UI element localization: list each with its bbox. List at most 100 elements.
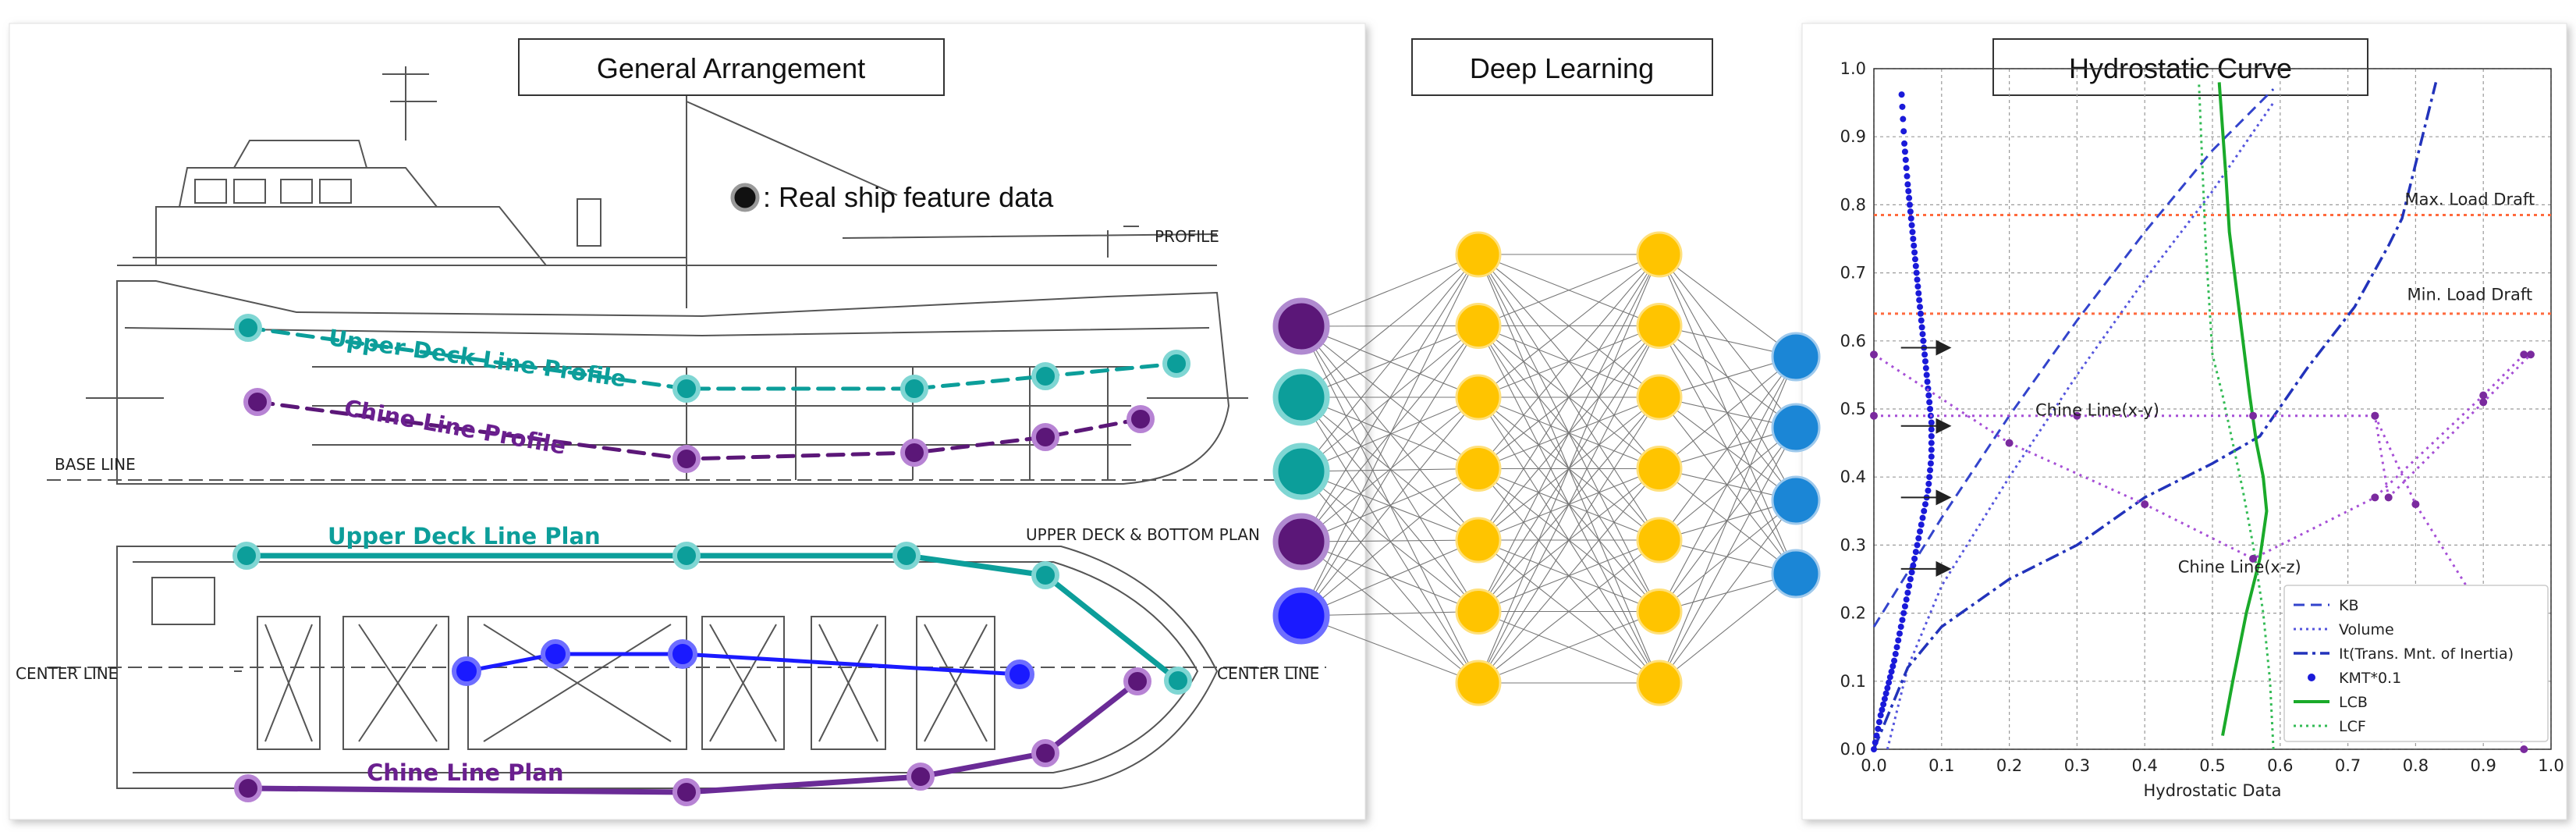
kmt-point: [1877, 712, 1884, 719]
kmt-point: [1921, 351, 1928, 358]
chine-point: [2526, 350, 2535, 359]
kmt-point: [1926, 474, 1933, 481]
neural-network: [1272, 231, 1821, 706]
kmt-point: [1921, 501, 1928, 508]
legend-entry: KB: [2339, 597, 2359, 614]
kmt-point: [1899, 103, 1906, 110]
network-edge: [1300, 471, 1479, 684]
kmt-point: [1928, 439, 1935, 446]
feature-point: [907, 763, 935, 791]
output-node: [1771, 549, 1821, 599]
hidden-node: [1636, 374, 1683, 421]
kmt-point: [1902, 156, 1909, 163]
ship-profile-drawing: [47, 66, 1326, 485]
chine-point: [2384, 493, 2393, 502]
chine-point: [2411, 500, 2420, 509]
plan-caption: UPPER DECK & BOTTOM PLAN: [1026, 525, 1260, 544]
kmt-point: [1898, 91, 1905, 98]
kmt-point: [1907, 215, 1914, 222]
plot-area: [1873, 68, 2552, 750]
feature-point: [234, 774, 262, 802]
network-edge: [1478, 254, 1660, 327]
kmt-point: [1893, 644, 1900, 651]
centerline-points: [452, 639, 1034, 689]
network-edge: [1300, 396, 1479, 617]
kmt-point: [1875, 725, 1882, 732]
hidden-node: [1455, 231, 1502, 278]
feature-legend: : Real ship feature data: [730, 181, 1054, 213]
kmt-point: [1911, 242, 1918, 249]
input-node: [1272, 368, 1330, 426]
network-edge: [1300, 396, 1479, 612]
series-kmt: [1871, 91, 1935, 752]
legend-entry: KMT*0.1: [2339, 670, 2401, 687]
network-connections: [1300, 254, 1797, 684]
network-edge: [1659, 500, 1797, 684]
kmt-point: [1889, 663, 1897, 670]
network-edge: [1478, 610, 1660, 684]
feature-point: [672, 542, 701, 570]
network-edge: [1478, 254, 1660, 684]
kmt-point: [1911, 256, 1918, 263]
network-edge: [1300, 325, 1479, 617]
kmt-point: [1913, 269, 1920, 276]
x-tick-label: 0.1: [1928, 756, 1954, 775]
kmt-point: [1912, 549, 1919, 556]
kmt-point: [1919, 331, 1926, 338]
kmt-point: [1911, 555, 1918, 562]
kmt-point: [1914, 276, 1921, 283]
profile-caption: PROFILE: [1155, 227, 1219, 246]
kmt-point: [1917, 528, 1924, 535]
x-axis-label: Hydrostatic Data: [2143, 781, 2281, 800]
feature-point: [452, 656, 481, 686]
network-edge: [1659, 468, 1797, 574]
hidden-node: [1455, 446, 1502, 492]
network-edge: [1300, 396, 1479, 541]
network-edge: [1659, 356, 1797, 612]
kmt-point: [1901, 140, 1908, 147]
kmt-point: [1880, 701, 1887, 708]
network-edge: [1300, 471, 1479, 612]
feature-point: [1127, 405, 1155, 433]
y-tick-label: 0.4: [1840, 468, 1866, 486]
network-edge: [1659, 356, 1797, 469]
feature-point: [1031, 362, 1059, 390]
kmt-point: [1918, 324, 1925, 331]
feature-point: [900, 439, 928, 467]
network-edge: [1300, 396, 1479, 470]
deep-learning-title: Deep Learning: [1470, 52, 1654, 84]
feature-point: [1005, 660, 1034, 689]
series-line: [1872, 88, 2275, 628]
feature-point: [243, 388, 271, 416]
series-line: [2198, 82, 2275, 750]
feature-point: [1031, 423, 1059, 451]
feature-point: [541, 639, 570, 669]
network-edge: [1659, 254, 1797, 357]
x-tick-label: 0.3: [2064, 756, 2090, 775]
center-line-caption-left: CENTER LINE: [16, 664, 118, 683]
upper-deck-plan-label: Upper Deck Line Plan: [328, 523, 601, 549]
upper-deck-profile-points: [234, 314, 1190, 403]
base-line-caption: BASE LINE: [55, 455, 136, 474]
kmt-point: [1910, 562, 1917, 569]
input-node: [1272, 587, 1330, 645]
kmt-point: [1914, 542, 1921, 549]
kmt-point: [1906, 194, 1913, 201]
chart-annotation: Max. Load Draft: [2404, 190, 2535, 208]
panel-titles: General Arrangement Deep Learning Hydros…: [518, 38, 2368, 96]
x-tick-label: 0.2: [1996, 756, 2022, 775]
kmt-point: [1886, 674, 1893, 681]
kmt-point: [1928, 446, 1935, 453]
kmt-point: [1892, 650, 1899, 657]
network-edge: [1659, 356, 1797, 541]
kmt-point: [1884, 684, 1891, 692]
network-edge: [1300, 541, 1479, 613]
y-tick-label: 0.0: [1840, 740, 1866, 759]
kmt-point: [1907, 201, 1914, 208]
chart-annotation: Chine Line(x-y): [2035, 401, 2159, 420]
hidden-node: [1636, 303, 1683, 349]
network-edge: [1478, 325, 1660, 684]
legend-text: : Real ship feature data: [763, 181, 1054, 213]
hidden-node: [1636, 588, 1683, 635]
